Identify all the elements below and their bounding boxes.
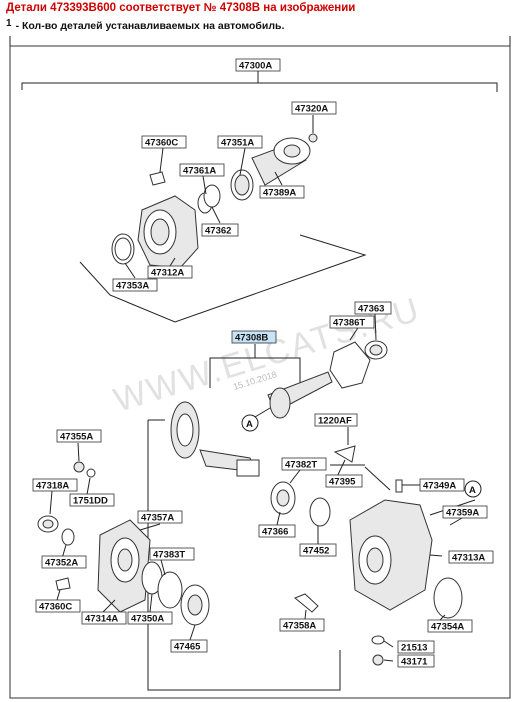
svg-text:47300A: 47300A <box>239 61 272 72</box>
svg-text:47389A: 47389A <box>263 188 296 199</box>
diagram-frame <box>9 45 511 699</box>
callout-47452[interactable]: 47452 <box>299 543 337 557</box>
svg-text:47350A: 47350A <box>131 614 164 625</box>
svg-text:47357A: 47357A <box>141 513 174 524</box>
callout-47300A[interactable]: 47300A <box>235 58 281 72</box>
svg-text:47352A: 47352A <box>45 558 78 569</box>
svg-text:47395: 47395 <box>329 477 356 488</box>
callout-1220AF[interactable]: 1220AF <box>314 413 358 427</box>
callout-47308B[interactable]: 47308B <box>231 330 277 344</box>
svg-text:1751DD: 1751DD <box>73 496 108 507</box>
callout-47355A[interactable]: 47355A <box>56 429 102 443</box>
callout-47318A[interactable]: 47318A <box>32 478 78 492</box>
quantity-note: 1- Кол-во деталей устанавливаемых на авт… <box>6 18 285 32</box>
note-text: - Кол-во деталей устанавливаемых на авто… <box>15 20 285 32</box>
callout-47314A[interactable]: 47314A <box>81 611 127 625</box>
callout-21513[interactable]: 21513 <box>397 640 435 654</box>
callout-47361A[interactable]: 47361A <box>179 163 225 177</box>
svg-text:47382T: 47382T <box>285 460 317 471</box>
view-marker-a-upper: A <box>241 407 271 432</box>
svg-text:47318A: 47318A <box>36 481 69 492</box>
callout-47395[interactable]: 47395 <box>325 474 363 488</box>
svg-text:47351A: 47351A <box>221 138 254 149</box>
note-mark: 1 <box>6 18 12 29</box>
svg-text:47314A: 47314A <box>85 614 118 625</box>
callout-47320A[interactable]: 47320A <box>291 101 337 115</box>
callout-47353A[interactable]: 47353A <box>112 278 158 292</box>
view-marker-a-lower: A <box>464 480 482 498</box>
svg-text:47360C: 47360C <box>39 602 72 613</box>
svg-text:47362: 47362 <box>205 226 231 237</box>
svg-text:47361A: 47361A <box>183 166 216 177</box>
callout-47360C[interactable]: 47360C <box>141 135 187 149</box>
svg-text:47383T: 47383T <box>153 550 185 561</box>
svg-text:47354A: 47354A <box>431 622 464 633</box>
svg-text:1220AF: 1220AF <box>318 416 352 427</box>
svg-text:47366: 47366 <box>262 527 288 538</box>
callout-47352A[interactable]: 47352A <box>41 555 87 569</box>
callout-47358A[interactable]: 47358A <box>279 618 325 632</box>
callout-47383T[interactable]: 47383T <box>149 547 195 561</box>
upper-housing-assembly <box>111 133 318 269</box>
callout-47349A[interactable]: 47349A <box>419 478 465 492</box>
svg-text:A: A <box>469 485 476 496</box>
callout-1751DD[interactable]: 1751DD <box>69 493 115 507</box>
svg-text:47363: 47363 <box>358 304 384 315</box>
svg-text:47320A: 47320A <box>295 104 328 115</box>
svg-text:21513: 21513 <box>401 643 427 654</box>
callout-47366[interactable]: 47366 <box>258 524 296 538</box>
callout-47389A[interactable]: 47389A <box>259 185 305 199</box>
svg-text:47358A: 47358A <box>283 621 316 632</box>
svg-text:47386T: 47386T <box>333 318 365 329</box>
page-title: Детали 473393B600 соответствует № 47308B… <box>6 2 356 14</box>
svg-text:47353A: 47353A <box>116 281 149 292</box>
svg-text:47312A: 47312A <box>151 268 184 279</box>
callout-47312A[interactable]: 47312A <box>147 265 193 279</box>
callout-47359A[interactable]: 47359A <box>442 505 488 519</box>
callout-47465[interactable]: 47465 <box>170 639 208 653</box>
callout-47362[interactable]: 47362 <box>201 223 239 237</box>
svg-text:47308B: 47308B <box>235 333 268 344</box>
svg-text:47465: 47465 <box>174 642 201 653</box>
upper-leaders <box>124 115 314 279</box>
callout-43171[interactable]: 43171 <box>397 654 435 668</box>
callout-47386T[interactable]: 47386T <box>329 315 375 329</box>
front-case-assembly <box>270 479 476 666</box>
callout-47357A[interactable]: 47357A <box>137 510 183 524</box>
callout-47354A[interactable]: 47354A <box>427 619 473 633</box>
svg-text:47452: 47452 <box>303 546 329 557</box>
svg-text:47355A: 47355A <box>60 432 93 443</box>
group-47300A-leaders <box>21 70 498 323</box>
svg-text:47349A: 47349A <box>423 481 456 492</box>
callout-47382T[interactable]: 47382T <box>281 457 327 471</box>
lower-leaders <box>49 313 463 662</box>
callout-47351A[interactable]: 47351A <box>217 135 263 149</box>
callout-47350A[interactable]: 47350A <box>127 611 173 625</box>
pinion-gear-set <box>170 340 388 477</box>
svg-text:47359A: 47359A <box>446 508 479 519</box>
callout-47363[interactable]: 47363 <box>354 301 392 315</box>
callout-47313A[interactable]: 47313A <box>448 550 494 564</box>
svg-text:43171: 43171 <box>401 657 428 668</box>
svg-text:47313A: 47313A <box>452 553 485 564</box>
callout-47360C-lower[interactable]: 47360C <box>35 599 81 613</box>
svg-text:47360C: 47360C <box>145 138 178 149</box>
rear-cover-assembly <box>37 461 210 626</box>
svg-text:A: A <box>246 419 253 430</box>
